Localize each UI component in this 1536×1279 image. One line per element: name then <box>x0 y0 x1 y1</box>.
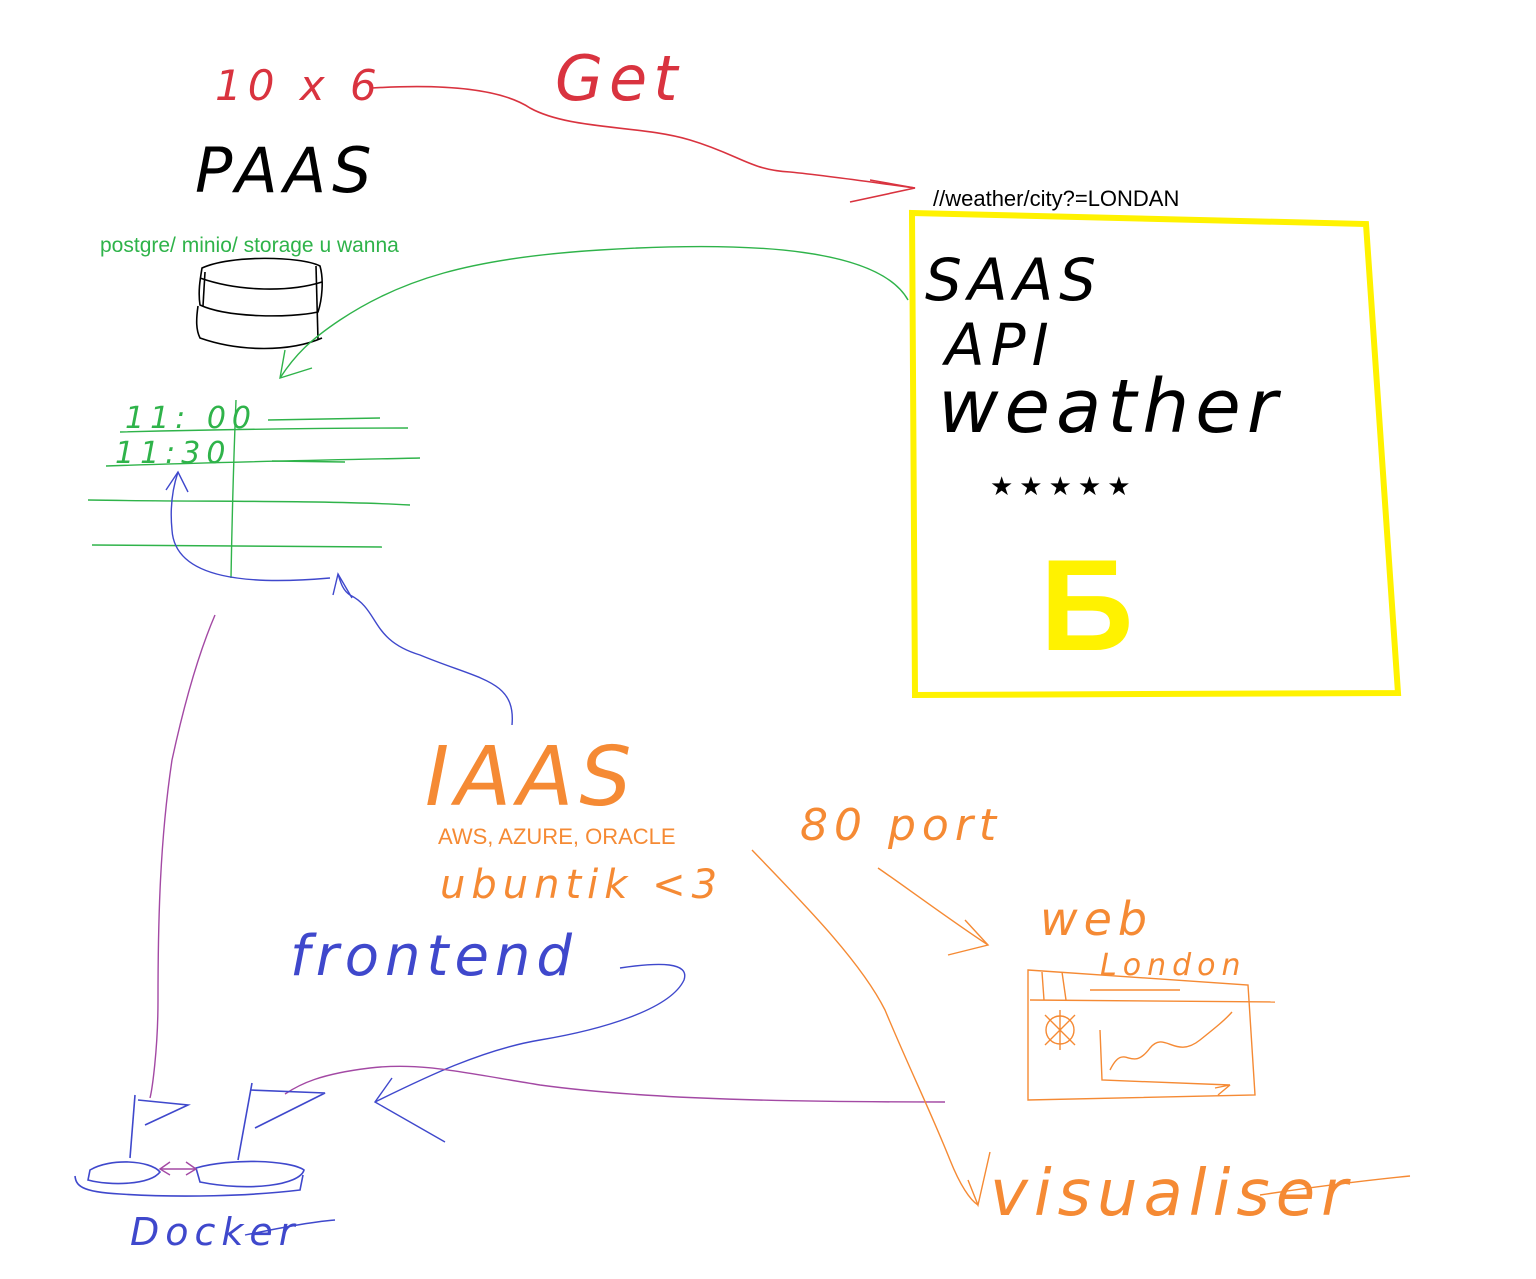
endpoint-label: //weather/city?=LONDAN <box>933 186 1179 211</box>
saas-box: SAAS API weather ★★★★★ Б <box>908 209 1402 699</box>
get-request-arrow: Get <box>371 42 916 203</box>
rating-letter: Б <box>1040 532 1133 678</box>
table-row-time: 11:30 <box>115 436 231 471</box>
schedule-table <box>87 399 421 579</box>
database-icon <box>195 257 323 350</box>
data-flow-arrow <box>279 245 909 380</box>
docker-whale-icon <box>74 1082 326 1197</box>
frontend-label: frontend <box>290 924 578 989</box>
frontend-arrow <box>373 963 686 1143</box>
port-label: 80 port <box>800 800 1002 851</box>
docker-label: Docker <box>130 1210 300 1254</box>
iaas-visualiser-arrow <box>751 849 991 1208</box>
iaas-title: IAAS <box>425 730 637 825</box>
saas-line2: API <box>941 311 1055 379</box>
paas-price-label: 10 x 6 <box>215 61 383 110</box>
rating-stars: ★★★★★ <box>990 472 1137 502</box>
iaas-block: IAAS AWS, AZURE, ORACLE ubuntik <3 <box>425 730 723 908</box>
table-row-time: 11: 00 <box>125 401 257 436</box>
paas-title: PAAS <box>195 134 377 207</box>
web-label: web <box>1040 892 1153 946</box>
visualiser-underline <box>1259 1175 1411 1196</box>
paas-block: 10 x 6 PAAS postgre/ minio/ storage u wa… <box>100 61 399 350</box>
port-arrow <box>877 867 990 956</box>
visualiser-label: visualiser <box>990 1157 1353 1231</box>
container-link-arrow <box>158 1161 198 1176</box>
frontend-read-arrow <box>165 470 513 726</box>
docker-db-link <box>149 614 216 1099</box>
visualiser-docker-link <box>284 1065 946 1103</box>
iaas-os-label: ubuntik <3 <box>440 862 723 908</box>
paas-storage-label: postgre/ minio/ storage u wanna <box>100 234 399 257</box>
docker-underline <box>244 1219 336 1236</box>
saas-line3: weather <box>938 364 1283 450</box>
saas-line1: SAAS <box>925 246 1102 314</box>
browser-window-icon <box>1027 969 1276 1101</box>
iaas-providers: AWS, AZURE, ORACLE <box>438 824 676 849</box>
web-window-title: London <box>1100 948 1247 983</box>
get-method-label: Get <box>555 42 684 115</box>
